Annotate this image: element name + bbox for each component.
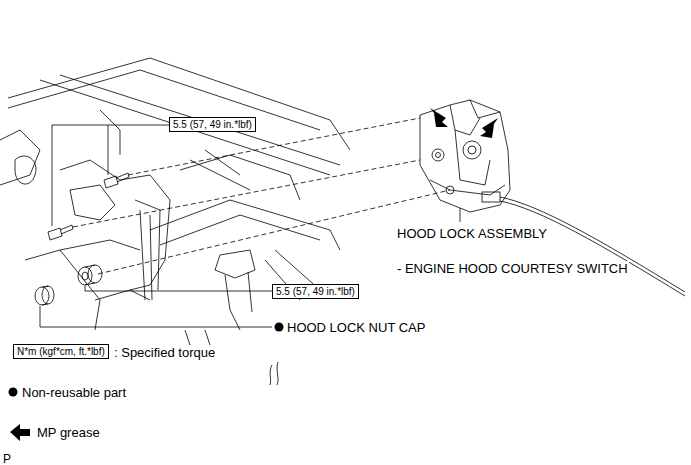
box-text: 5.5 (57, 49 in.*lbf) [276, 286, 355, 297]
part-name: HOOD LOCK ASSEMBLY [396, 226, 548, 241]
torque-spec-box: 5.5 (57, 49 in.*lbf) [272, 284, 359, 299]
part-name: HOOD LOCK NUT CAP [286, 320, 426, 335]
box-text: N*m (kgf*cm, ft.*lbf) [17, 346, 105, 357]
legend-text: Non-reusable part [21, 385, 127, 400]
torque-legend-box: N*m (kgf*cm, ft.*lbf) [13, 344, 109, 359]
legend-text: : Specified torque [113, 345, 216, 360]
box-text: 5.5 (57, 49 in.*lbf) [173, 119, 252, 130]
page-mark: P [2, 452, 12, 465]
part-name: - ENGINE HOOD COURTESY SWITCH [396, 261, 629, 276]
legend-text: MP grease [36, 425, 101, 440]
torque-spec-box: 5.5 (57, 49 in.*lbf) [169, 117, 256, 132]
